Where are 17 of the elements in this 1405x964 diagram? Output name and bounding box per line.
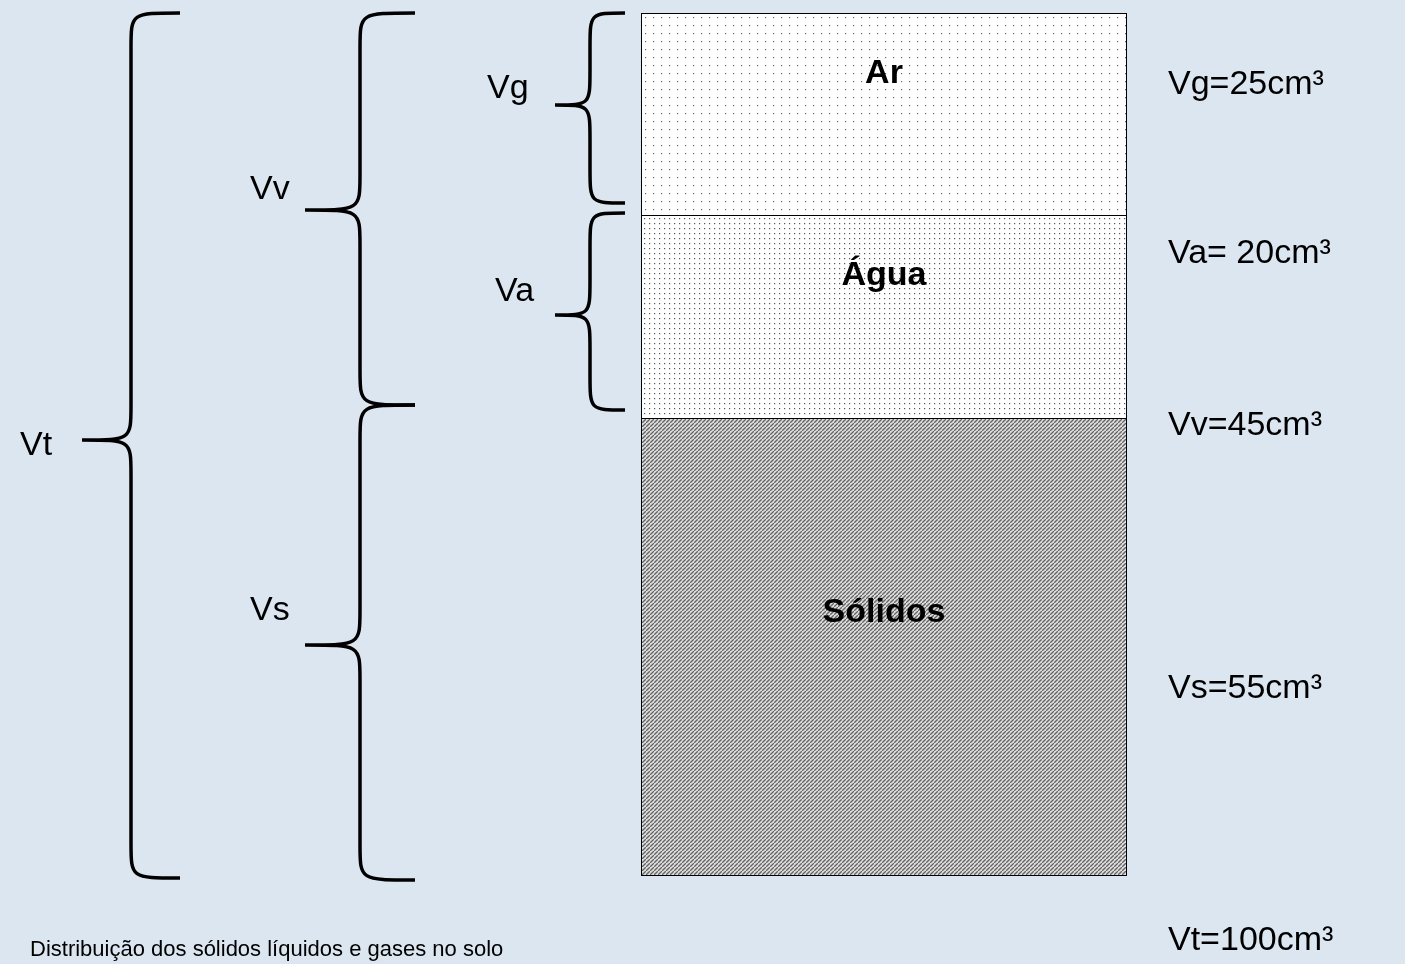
volume-symbol: Va [495, 270, 535, 309]
volume-symbol: Vt [20, 424, 53, 463]
soil-layer [641, 13, 1127, 216]
layer-label: Ar [865, 52, 903, 91]
volume-symbol: Vs [250, 589, 290, 628]
volume-value: Va= 20cm³ [1168, 232, 1331, 271]
volume-value: Vv=45cm³ [1168, 404, 1322, 443]
volume-symbol: Vg [487, 67, 529, 106]
soil-layer [641, 418, 1127, 876]
caption: Distribuição dos sólidos líquidos e gases no solo [30, 936, 504, 962]
soil-layer [641, 215, 1127, 419]
volume-symbol: Vv [250, 168, 290, 207]
volume-value: Vt=100cm³ [1168, 919, 1334, 958]
layer-label: Sólidos [822, 591, 946, 630]
volume-value: Vg=25cm³ [1168, 63, 1324, 102]
layer-label: Água [841, 254, 927, 293]
volume-value: Vs=55cm³ [1168, 667, 1322, 706]
